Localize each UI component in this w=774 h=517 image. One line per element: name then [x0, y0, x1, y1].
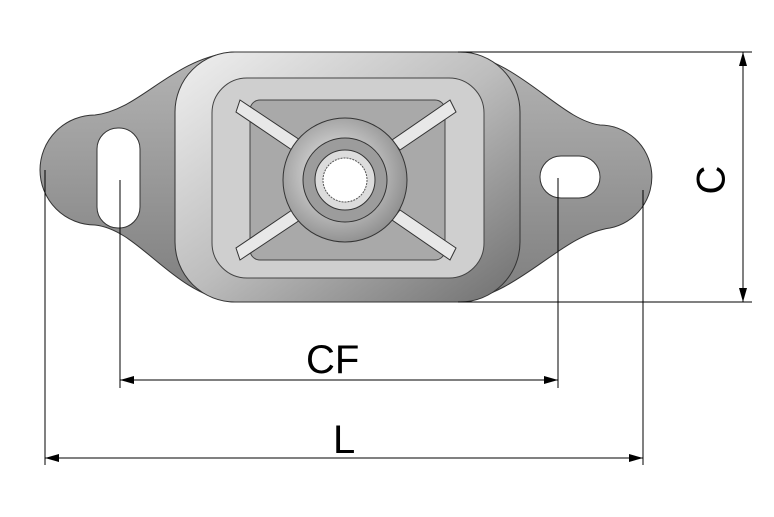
left-mounting-slot — [96, 127, 141, 229]
right-mounting-slot — [539, 155, 601, 199]
dimension-l-label: L — [333, 418, 356, 462]
ribs — [235, 99, 457, 261]
dimension-c — [458, 51, 752, 303]
dimension-cf-label: CF — [306, 338, 360, 382]
dimension-l — [44, 170, 644, 465]
threaded-hole — [322, 157, 368, 203]
dimension-c-label: C — [689, 165, 734, 195]
dimension-cf — [119, 178, 559, 388]
